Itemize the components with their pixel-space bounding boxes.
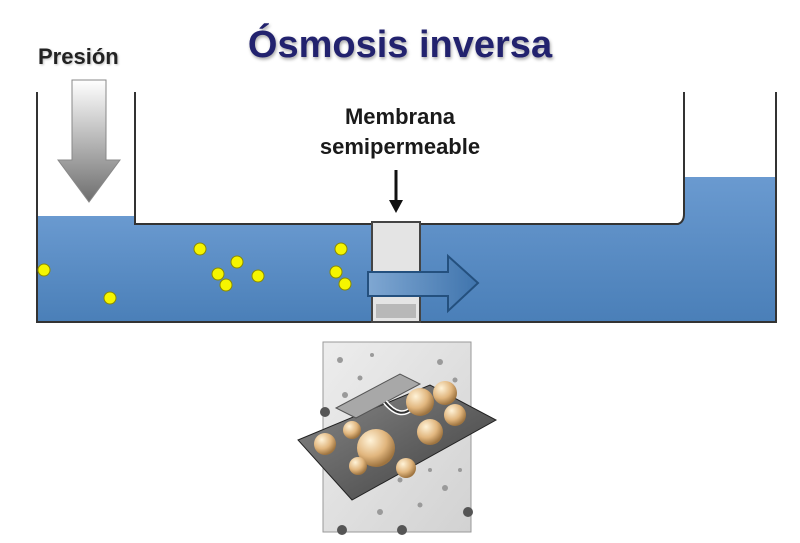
membrane-label-line1: Membrana	[344, 104, 456, 129]
solute-particles	[37, 242, 352, 305]
membrane-label: Membrana semipermeable	[285, 102, 515, 162]
solute-particle	[329, 265, 343, 279]
membrane-pointer-icon	[389, 170, 403, 213]
flow-arrow-icon	[367, 253, 480, 314]
left-water	[37, 216, 372, 322]
right-water	[420, 177, 776, 322]
solute-particle	[37, 263, 51, 277]
inner-wall	[134, 92, 685, 225]
solute-particle	[103, 291, 117, 305]
solute-particle	[334, 242, 348, 256]
solute-particle	[219, 278, 233, 292]
membrane-detail-illustration	[297, 341, 498, 535]
solute-particle	[211, 267, 225, 281]
solute-particle	[230, 255, 244, 269]
solute-particle	[251, 269, 265, 283]
solute-particle	[338, 277, 352, 291]
solute-particle	[193, 242, 207, 256]
pressure-label: Presión	[38, 44, 119, 69]
membrane-label-line2: semipermeable	[319, 134, 481, 159]
diagram-title: Ósmosis inversa	[247, 24, 553, 66]
pressure-arrow-icon	[57, 79, 121, 203]
